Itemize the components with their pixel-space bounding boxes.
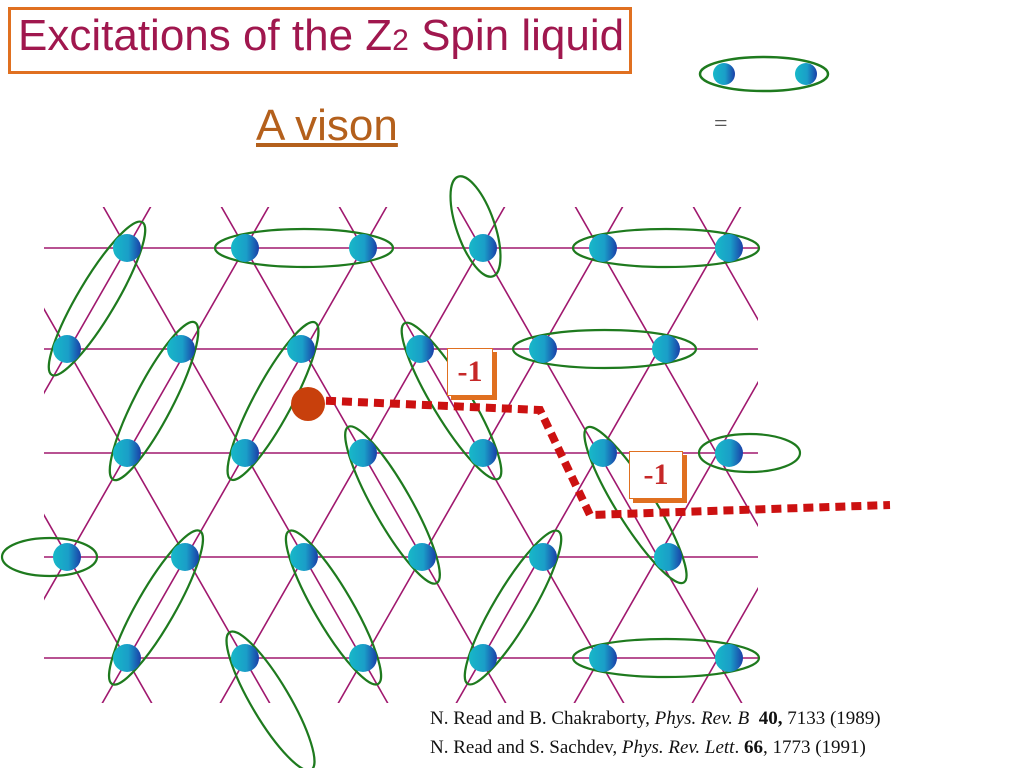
dimer-ellipse bbox=[225, 630, 316, 768]
lattice-diag-line bbox=[806, 200, 1024, 710]
lattice-site bbox=[231, 644, 259, 672]
legend-site-right bbox=[795, 63, 817, 85]
lattice-site bbox=[349, 439, 377, 467]
dimer-ellipse bbox=[0, 536, 99, 578]
lattice-diag-line bbox=[0, 200, 36, 710]
lattice-site bbox=[469, 234, 497, 262]
sign-label-2: -1 bbox=[629, 451, 683, 499]
dimer-ellipse bbox=[583, 425, 688, 585]
dimer-ellipse bbox=[571, 227, 761, 269]
lattice-site bbox=[589, 439, 617, 467]
title-rest: Spin liquid bbox=[408, 11, 625, 60]
ref2-pages: , 1773 (1991) bbox=[762, 737, 866, 758]
ref2-volume: 66 bbox=[743, 737, 763, 758]
title-subscript: 2 bbox=[392, 24, 409, 57]
dimer-ellipse bbox=[344, 425, 441, 585]
legend-equals: = bbox=[714, 111, 728, 137]
ref2-dot: . bbox=[734, 737, 744, 758]
legend-site-left bbox=[713, 63, 735, 85]
lattice-site bbox=[654, 543, 682, 571]
dimer-ellipse bbox=[108, 320, 200, 482]
lattice-site bbox=[349, 644, 377, 672]
ref1-journal: Phys. Rev. B bbox=[654, 708, 750, 729]
ref2-authors: N. Read and S. Sachdev, bbox=[430, 737, 622, 758]
lattice-site bbox=[589, 234, 617, 262]
reference-2: N. Read and S. Sachdev, Phys. Rev. Lett.… bbox=[430, 733, 881, 762]
title-text: Excitations of the Z bbox=[18, 11, 393, 60]
lattice-diag-line bbox=[808, 200, 1024, 710]
lattice-diag-line bbox=[44, 513, 153, 703]
lattice-site bbox=[408, 543, 436, 571]
ref1-pages: 7133 (1989) bbox=[782, 708, 881, 729]
dimer-ellipse bbox=[213, 227, 395, 269]
subtitle: A vison bbox=[256, 101, 398, 150]
lattice-site bbox=[406, 335, 434, 363]
dimer-ellipse bbox=[463, 529, 563, 686]
lattice-site bbox=[113, 644, 141, 672]
dimer-ellipse bbox=[284, 529, 383, 686]
vison-particle bbox=[291, 387, 325, 421]
references: N. Read and B. Chakraborty, Phys. Rev. B… bbox=[430, 704, 881, 762]
lattice-site bbox=[469, 644, 497, 672]
lattice-site bbox=[529, 335, 557, 363]
lattice-diag-line bbox=[44, 207, 152, 395]
ref1-volume: 40, bbox=[758, 708, 783, 729]
dimer-ellipse bbox=[107, 529, 205, 686]
lattice-site bbox=[113, 234, 141, 262]
dimer-ellipse bbox=[226, 320, 320, 482]
ref2-journal: Phys. Rev. Lett bbox=[621, 737, 735, 758]
lattice-site bbox=[469, 439, 497, 467]
lattice-site bbox=[589, 644, 617, 672]
lattice-site bbox=[231, 234, 259, 262]
dimer-ellipse bbox=[449, 175, 502, 278]
legend-dimer-ellipse bbox=[698, 55, 830, 93]
lattice-lines bbox=[0, 200, 1024, 710]
lattice-site bbox=[167, 335, 195, 363]
lattice-diag-line bbox=[924, 200, 1024, 710]
dimer-ellipse bbox=[697, 432, 802, 474]
dimer-ellipse bbox=[511, 328, 698, 370]
vison-string bbox=[309, 396, 891, 520]
lattice-sites bbox=[53, 234, 743, 672]
lattice-site bbox=[53, 543, 81, 571]
lattice-site bbox=[171, 543, 199, 571]
lattice-diag-line bbox=[692, 207, 758, 322]
lattice-diag-line bbox=[0, 200, 38, 710]
lattice-site bbox=[113, 439, 141, 467]
dimer-ellipse bbox=[571, 637, 761, 679]
lattice-site bbox=[53, 335, 81, 363]
lattice-site bbox=[715, 439, 743, 467]
sign-label-1: -1 bbox=[447, 348, 493, 396]
lattice-site bbox=[715, 644, 743, 672]
dimer-legend bbox=[698, 55, 830, 93]
lattice-site bbox=[231, 439, 259, 467]
lattice-site bbox=[349, 234, 377, 262]
lattice-diag-line bbox=[926, 200, 1024, 710]
lattice-site bbox=[529, 543, 557, 571]
lattice-diag-line bbox=[691, 586, 758, 703]
reference-1: N. Read and B. Chakraborty, Phys. Rev. B… bbox=[430, 704, 881, 733]
lattice-site bbox=[715, 234, 743, 262]
lattice-site bbox=[290, 543, 318, 571]
dimer-ellipse bbox=[47, 220, 147, 377]
lattice-site bbox=[652, 335, 680, 363]
slide-title: Excitations of the Z2 Spin liquid bbox=[18, 14, 624, 58]
lattice-site bbox=[287, 335, 315, 363]
ref1-authors: N. Read and B. Chakraborty, bbox=[430, 708, 655, 729]
title-frame bbox=[8, 7, 632, 74]
